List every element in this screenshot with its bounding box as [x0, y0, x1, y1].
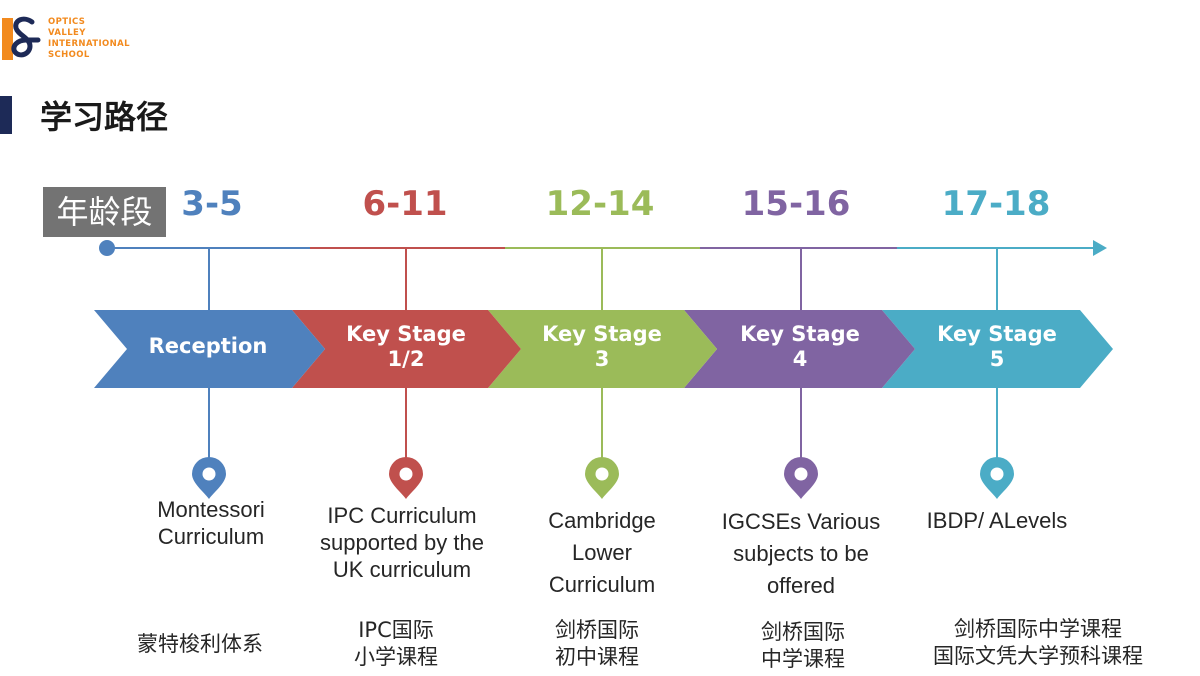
logo-text: OPTICS VALLEY INTERNATIONAL SCHOOL	[48, 17, 130, 61]
chevron-key-stage-5	[882, 310, 1113, 388]
chevron-key-stage-1-2	[292, 310, 521, 388]
chevron-reception	[94, 310, 325, 388]
stage-label-line: Reception	[148, 334, 268, 358]
map-pin-icon	[192, 457, 226, 499]
title-accent-bar	[0, 96, 12, 134]
stage-label-key-stage-1-2: Key Stage 1/2	[331, 322, 481, 372]
chinese-curriculum-key-stage-5: 剑桥国际中学课程 国际文凭大学预科课程	[918, 616, 1158, 670]
age-label: 年龄段	[43, 187, 166, 237]
age-range-4: 15-16	[741, 184, 851, 224]
age-range-1: 3-5	[181, 184, 243, 224]
connectors-bottom	[208, 388, 998, 460]
page-title: 学习路径	[40, 98, 169, 136]
stage-label-line: Key Stage	[937, 322, 1057, 346]
timeline-arrowhead	[1093, 240, 1107, 256]
chinese-line: 初中课程	[555, 645, 639, 669]
chinese-line: 中学课程	[761, 647, 845, 671]
chinese-line: IPC国际	[358, 618, 434, 642]
school-logo: OPTICS VALLEY INTERNATIONAL SCHOOL	[0, 8, 140, 64]
stage-label-line: 4	[792, 347, 808, 371]
chinese-curriculum-reception: 蒙特梭利体系	[80, 631, 320, 658]
chinese-line: 小学课程	[354, 645, 438, 669]
curriculum-line: subjects to be	[733, 541, 869, 566]
chinese-line: 国际文凭大学预科课程	[933, 644, 1143, 668]
chinese-line: 剑桥国际	[761, 620, 845, 644]
map-pin-icon	[980, 457, 1014, 499]
curriculum-line: UK curriculum	[332, 557, 472, 582]
chinese-curriculum-key-stage-4: 剑桥国际 中学课程	[683, 619, 923, 673]
stage-label-key-stage-3: Key Stage 3	[527, 322, 677, 372]
logo-line: VALLEY	[48, 28, 86, 38]
stage-label-line: Key Stage	[740, 322, 860, 346]
curriculum-line: IPC Curriculum	[327, 503, 477, 528]
stage-label-line: Key Stage	[346, 322, 466, 346]
logo-line: SCHOOL	[48, 50, 90, 60]
stage-label-line: Key Stage	[542, 322, 662, 346]
stage-label-line: 3	[594, 347, 610, 371]
chinese-line: 剑桥国际	[555, 618, 639, 642]
curriculum-line: Montessori	[157, 497, 265, 522]
map-pin-icon	[389, 457, 423, 499]
curriculum-line: Curriculum	[548, 572, 656, 597]
curriculum-key-stage-1-2: IPC Curriculum supported by the UK curri…	[302, 502, 502, 583]
curriculum-line: IBDP/ ALevels	[926, 508, 1068, 533]
logo-line: INTERNATIONAL	[48, 39, 130, 49]
ampersand-logo-icon	[2, 16, 41, 60]
curriculum-key-stage-3: Cambridge Lower Curriculum	[502, 505, 702, 601]
stage-label-reception: Reception	[133, 334, 283, 359]
chevron-key-stage-3	[488, 310, 717, 388]
curriculum-reception: Montessori Curriculum	[111, 496, 311, 550]
age-range-2: 6-11	[362, 184, 448, 224]
location-pins	[192, 457, 1014, 499]
stage-label-line: 5	[989, 347, 1005, 371]
map-pin-icon	[784, 457, 818, 499]
stage-chevrons	[94, 310, 1113, 388]
logo-line: OPTICS	[48, 17, 86, 27]
curriculum-line: Cambridge	[548, 508, 656, 533]
map-pin-icon	[585, 457, 619, 499]
curriculum-line: IGCSEs Various	[721, 509, 881, 534]
stage-label-key-stage-4: Key Stage 4	[725, 322, 875, 372]
curriculum-line: Lower	[572, 540, 632, 565]
connectors-top	[208, 248, 998, 310]
chinese-curriculum-key-stage-3: 剑桥国际 初中课程	[477, 617, 717, 671]
chinese-line: 蒙特梭利体系	[137, 632, 263, 656]
curriculum-line: offered	[766, 573, 836, 598]
stage-label-line: 1/2	[387, 347, 425, 371]
chinese-line: 剑桥国际中学课程	[954, 617, 1122, 641]
curriculum-key-stage-4: IGCSEs Various subjects to be offered	[701, 506, 901, 602]
curriculum-line: supported by the	[320, 530, 484, 555]
age-range-5: 17-18	[941, 184, 1051, 224]
stage-label-key-stage-5: Key Stage 5	[922, 322, 1072, 372]
age-range-3: 12-14	[545, 184, 655, 224]
chinese-curriculum-key-stage-1-2: IPC国际 小学课程	[276, 617, 516, 671]
curriculum-key-stage-5: IBDP/ ALevels	[897, 507, 1097, 534]
chevron-key-stage-4	[684, 310, 915, 388]
curriculum-line: Curriculum	[157, 524, 265, 549]
